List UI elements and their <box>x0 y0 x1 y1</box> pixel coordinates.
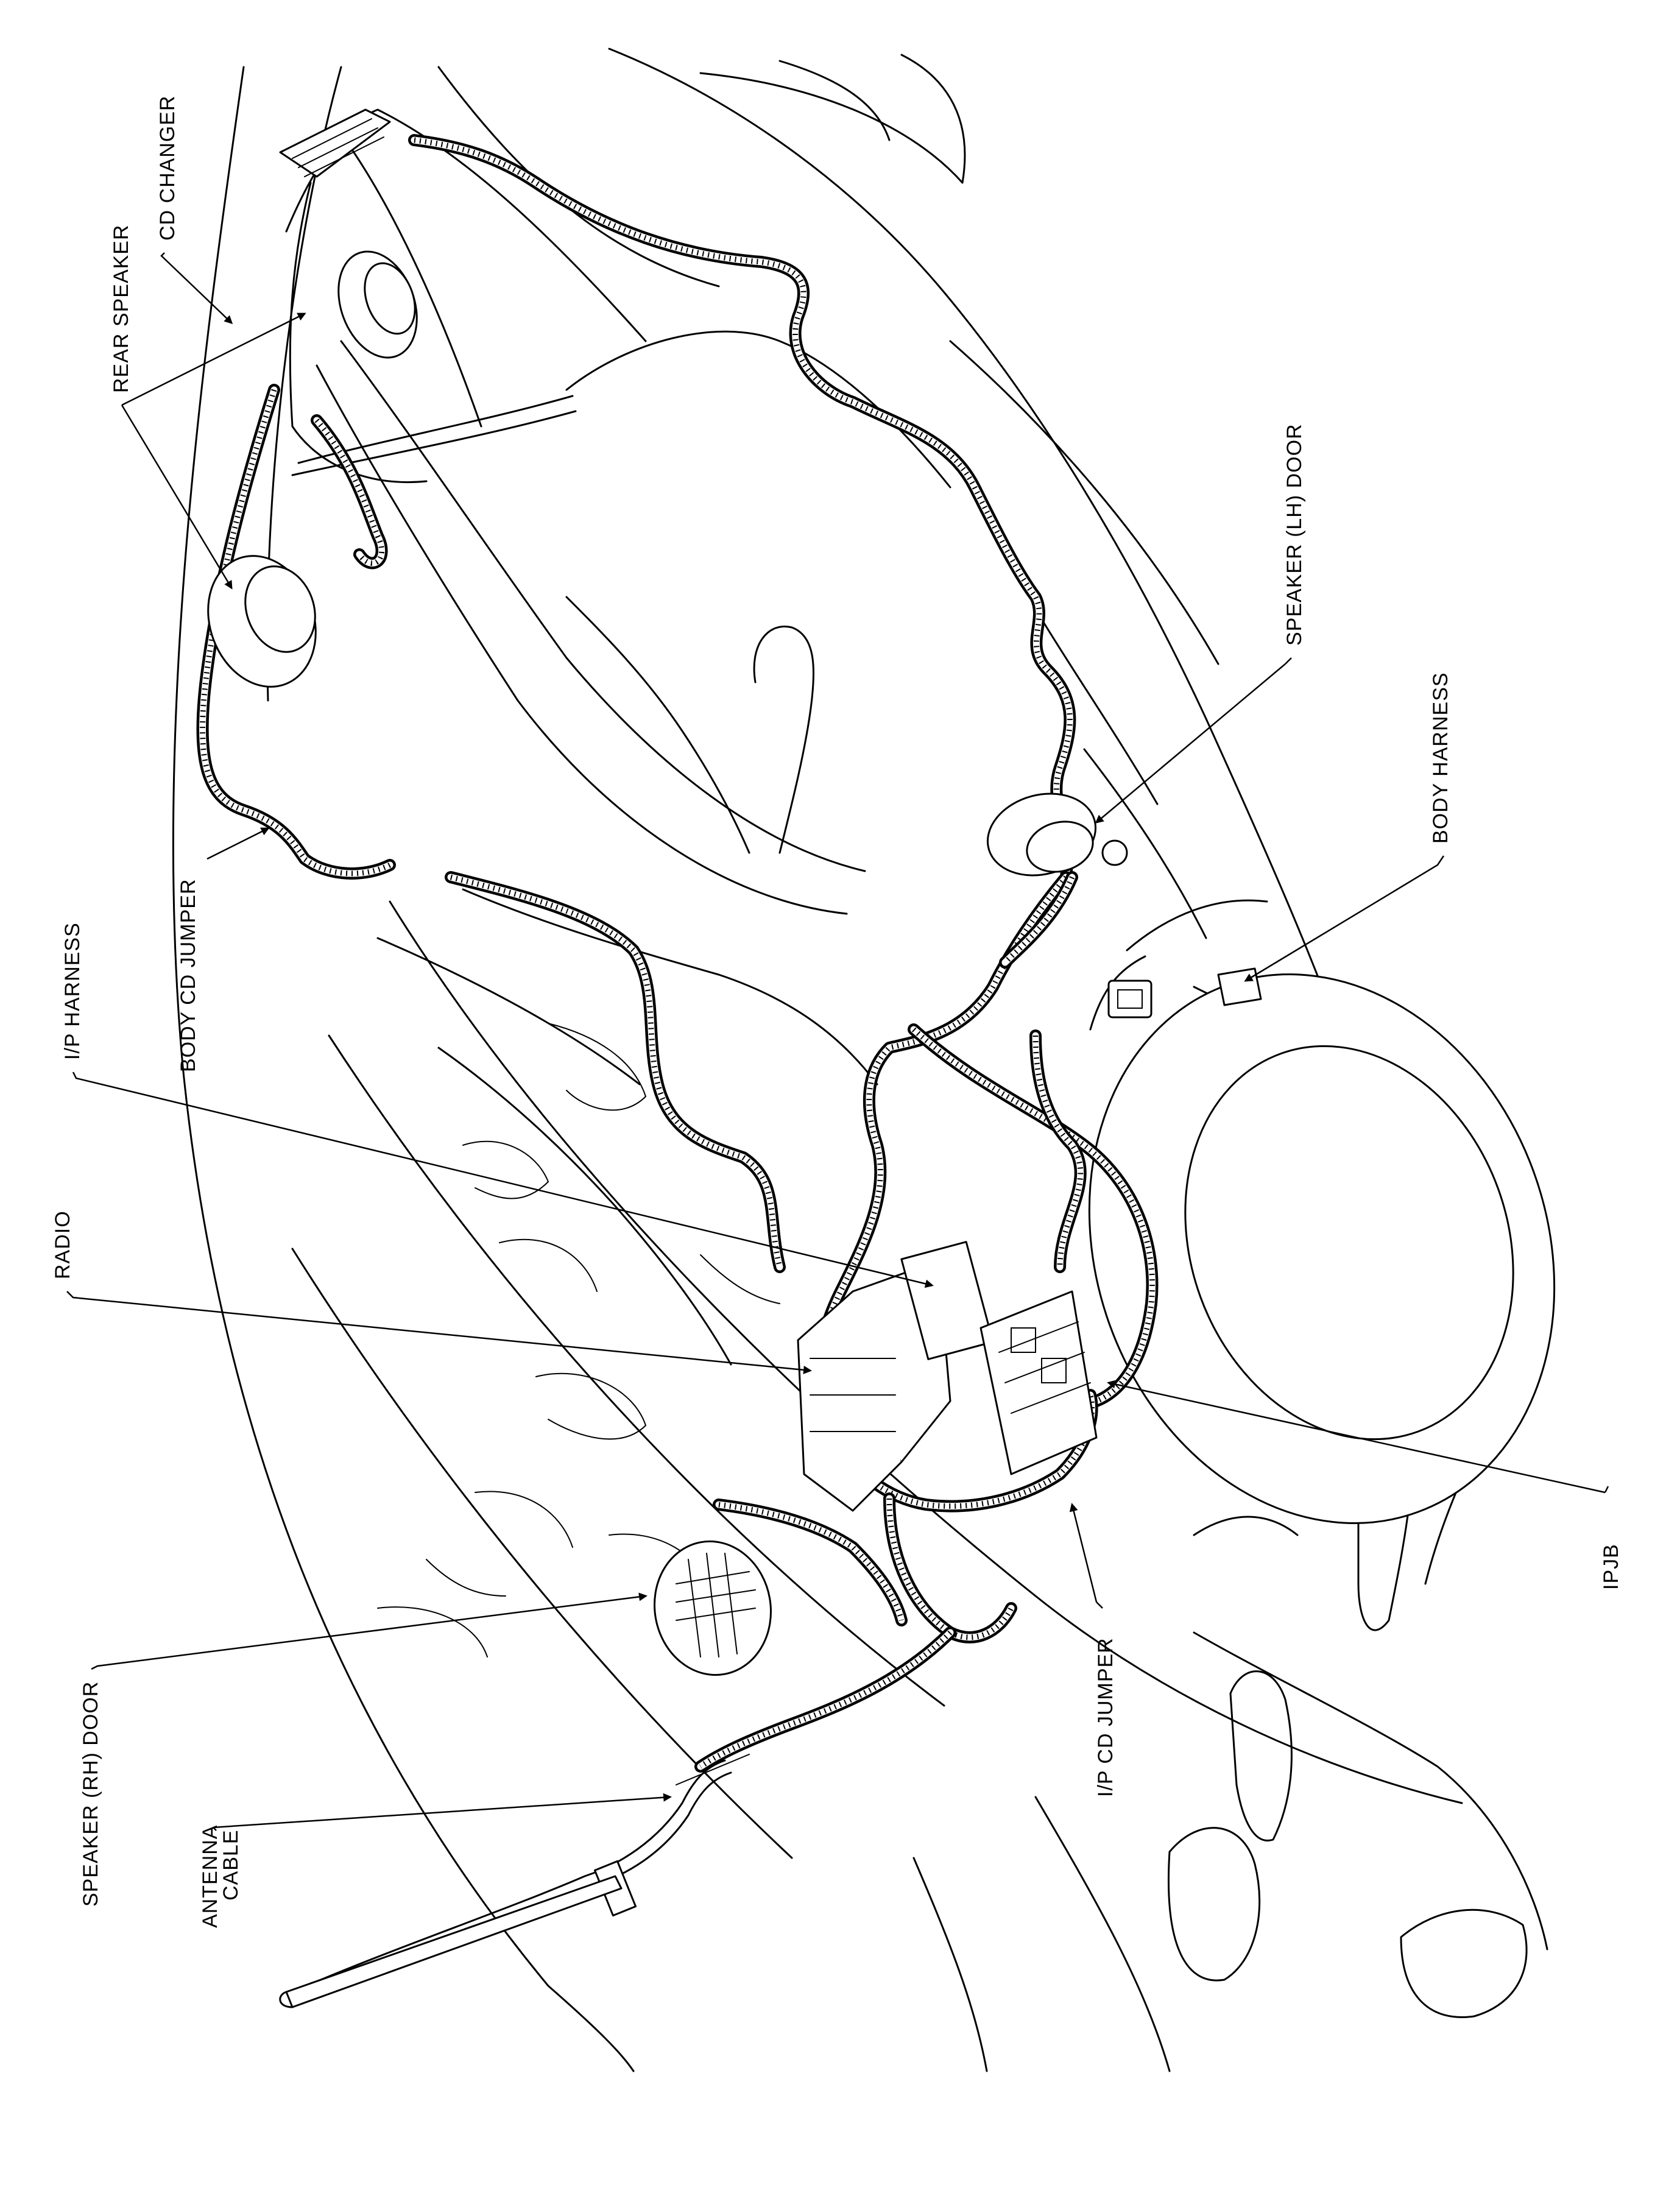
radio-unit <box>797 1241 994 1512</box>
antenna-mast <box>279 1875 623 2008</box>
label-body-cd-jumper: BODY CD JUMPER <box>177 878 200 1072</box>
callout-labels: CD CHANGER REAR SPEAKER SPEAKER (LH) DOO… <box>51 95 1623 1928</box>
lh-door-speaker <box>986 793 1128 877</box>
label-radio: RADIO <box>51 1210 74 1279</box>
rh-door-speaker <box>654 1540 772 1676</box>
label-ip-cd-jumper: I/P CD JUMPER <box>1094 1637 1117 1797</box>
leader-lines <box>66 252 1609 1831</box>
front-tire <box>1088 899 1556 1524</box>
wiring-harnesses <box>196 134 1159 1773</box>
ipjb-unit <box>979 1290 1098 1475</box>
label-speaker-rh-door: SPEAKER (RH) DOOR <box>79 1681 102 1907</box>
label-cd-changer: CD CHANGER <box>156 95 179 241</box>
rear-speaker-left <box>207 555 317 688</box>
label-body-harness: BODY HARNESS <box>1429 672 1452 844</box>
label-antenna-cable-line2: CABLE <box>219 1830 242 1901</box>
label-rear-speaker: REAR SPEAKER <box>110 224 133 393</box>
label-speaker-lh-door: SPEAKER (LH) DOOR <box>1283 423 1306 646</box>
label-antenna-cable-line1: ANTENNA <box>199 1825 222 1928</box>
label-ipjb: IPJB <box>1600 1544 1623 1590</box>
label-ip-harness: I/P HARNESS <box>61 922 84 1060</box>
rear-speaker-right <box>337 250 418 359</box>
cd-changer-unit <box>279 108 391 178</box>
vehicle-body-outline <box>172 48 1553 2072</box>
